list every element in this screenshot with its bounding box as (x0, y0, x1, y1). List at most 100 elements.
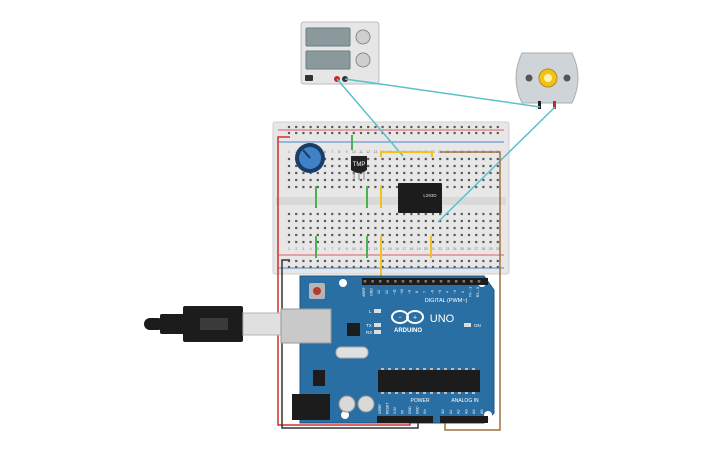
breadboard-column-number: 27 (474, 247, 478, 251)
wire-psu-positive-to-motor[interactable] (344, 78, 541, 108)
capacitor-2 (357, 395, 375, 413)
digital-label: DIGITAL (PWM~) (425, 298, 468, 304)
breadboard-column-number: 13 (373, 150, 377, 154)
digital-pin-label: ~10 (400, 289, 404, 295)
digital-pin-label: 4 (446, 291, 450, 293)
breadboard-column-number: 13 (373, 247, 377, 251)
temperature-sensor[interactable]: TMP (351, 156, 367, 180)
breadboard-column-number: 28 (481, 247, 485, 251)
arduino-model: UNO (430, 313, 455, 325)
arduino-logo-icon: − + (391, 310, 424, 324)
power-label: POWER (411, 398, 430, 404)
digital-pin-label: 7 (423, 291, 427, 293)
analog-header[interactable] (440, 416, 488, 423)
breadboard-column-number: 5 (317, 247, 319, 251)
breadboard-column-number: 19 (417, 247, 421, 251)
breadboard-column-number: 11 (359, 247, 363, 251)
power-pin-label: GND (408, 406, 412, 414)
arduino-brand: ARDUINO (394, 328, 422, 334)
breadboard-column-number: 18 (409, 247, 413, 251)
digital-pin-label: RX←0 (476, 287, 480, 298)
voltage-knob[interactable] (355, 29, 371, 45)
temp-sensor-label: TMP (353, 162, 366, 168)
breadboard-column-number: 29 (489, 247, 493, 251)
breadboard-column-number: 7 (331, 247, 333, 251)
breadboard[interactable]: 1122334455667788991010111112121313141415… (272, 121, 510, 275)
breadboard-column-number: 6 (324, 247, 326, 251)
breadboard-column-number: 22 (438, 247, 442, 251)
analog-pin-label: A1 (449, 409, 453, 414)
led-on (464, 323, 471, 327)
digital-pin-label: 8 (415, 291, 419, 293)
svg-text:−: − (398, 315, 402, 321)
microcontroller-chip (378, 370, 480, 392)
usb-port[interactable] (280, 308, 332, 344)
wire-motor-to-breadboard[interactable] (437, 106, 556, 223)
breadboard-holes (287, 125, 499, 269)
potentiometer[interactable] (295, 143, 325, 173)
crystal (335, 346, 369, 359)
breadboard-column-number: 24 (453, 247, 457, 251)
breadboard-column-number: 25 (460, 247, 464, 251)
digital-pin-label: 13 (377, 290, 381, 294)
breadboard-column-number: 23 (445, 247, 449, 251)
breadboard-column-number: 2 (295, 150, 297, 154)
digital-pin-label: ~9 (408, 290, 412, 294)
breadboard-column-number: 1 (288, 247, 290, 251)
current-knob[interactable] (355, 52, 371, 68)
breadboard-column-number: 1 (288, 150, 290, 154)
digital-pin-label: ~6 (430, 290, 434, 294)
digital-pin-label: GND (370, 288, 374, 296)
digital-pin-label: 12 (385, 290, 389, 294)
digital-pin-label: ~3 (453, 290, 457, 294)
power-pin-label: RESET (386, 403, 390, 414)
breadboard-column-number: 17 (402, 247, 406, 251)
capacitor-1 (338, 395, 356, 413)
breadboard-column-number: 9 (346, 150, 348, 154)
led-label-l: L (369, 309, 372, 314)
breadboard-column-number: 4 (310, 247, 312, 251)
analog-pin-label: A4 (472, 409, 476, 414)
digital-pin-label: ~5 (438, 290, 442, 294)
led-label-tx: TX (366, 323, 372, 328)
power-pin-label: IOREF (378, 404, 382, 414)
led-label-on: ON (474, 323, 481, 328)
ic-label-1: L293D (423, 193, 437, 198)
breadboard-column-number: 30 (496, 247, 500, 251)
breadboard-column-number: 21 (431, 247, 435, 251)
dc-motor[interactable] (515, 52, 579, 109)
power-supply[interactable] (300, 21, 380, 85)
breadboard-column-number: 9 (346, 247, 348, 251)
power-pin-label: 5V (401, 409, 405, 414)
breadboard-column-number: 12 (366, 247, 370, 251)
led-l (374, 309, 381, 313)
breadboard-column-number: 11 (359, 150, 363, 154)
usb-chip (347, 323, 360, 336)
wire-brown-analog[interactable] (440, 151, 501, 431)
svg-text:+: + (413, 315, 417, 322)
digital-pin-label: AREF (362, 286, 366, 296)
voltage-regulator (313, 370, 325, 386)
breadboard-column-number: 15 (388, 247, 392, 251)
digital-pin-label: TX→1 (468, 287, 472, 297)
breadboard-column-number: 7 (331, 150, 333, 154)
breadboard-column-number: 20 (424, 247, 428, 251)
power-switch[interactable] (305, 75, 313, 81)
wire-black-ground[interactable] (281, 259, 419, 429)
digital-pin-label: 2 (461, 291, 465, 293)
usb-cable[interactable] (144, 306, 304, 342)
breadboard-column-number: 6 (324, 150, 326, 154)
motor-driver-ic[interactable]: L293D (398, 183, 442, 213)
breadboard-column-number: 3 (302, 247, 304, 251)
wire-psu-negative-to-breadboard[interactable] (336, 78, 404, 157)
wire-yellow-bridge[interactable] (380, 151, 433, 157)
breadboard-column-number: 21 (431, 150, 435, 154)
analog-pin-label: A3 (464, 409, 468, 414)
power-pin-label: GND (416, 406, 420, 414)
power-jack[interactable] (292, 394, 330, 420)
breadboard-column-number: 10 (352, 247, 356, 251)
power-pin-label: 3.3V (393, 406, 397, 414)
power-header[interactable] (377, 416, 433, 423)
